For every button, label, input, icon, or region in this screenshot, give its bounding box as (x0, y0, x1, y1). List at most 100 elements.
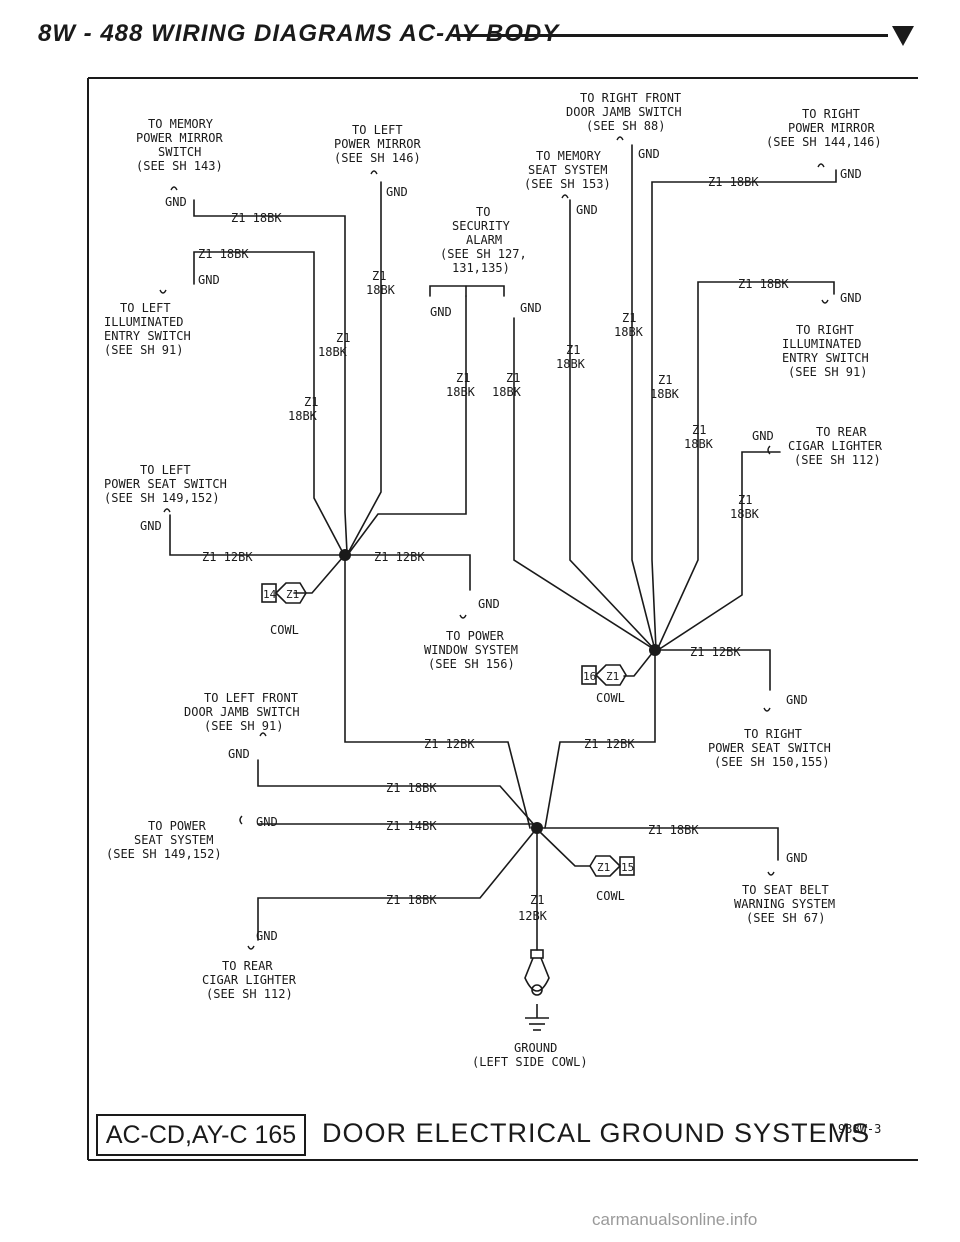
cowl-14: COWL (270, 623, 299, 637)
label-li-3: ENTRY SWITCH (104, 329, 191, 343)
wire-label-li: Z1 18BK (198, 247, 249, 261)
header-rule (453, 34, 888, 37)
label-ground-2: (LEFT SIDE COWL) (472, 1055, 588, 1069)
label-ps-2: SEAT SYSTEM (134, 833, 213, 847)
footer-code: AC-CD,AY-C 165 (96, 1114, 306, 1156)
ground-symbol-icon (525, 1017, 549, 1031)
wire-sec-18-b: 18BK (492, 385, 522, 399)
gnd-ri: GND (840, 291, 862, 305)
wire-right-front-jamb (631, 144, 656, 651)
gnd-sec-1: GND (430, 305, 452, 319)
page-title: 8W - 488 WIRING DIAGRAMS AC-AY BODY (38, 20, 560, 47)
wire-security-2 (513, 317, 656, 651)
gnd-rc: GND (752, 429, 774, 443)
label-sb-1: TO SEAT BELT (742, 883, 829, 897)
label-lfj-3: (SEE SH 91) (204, 719, 283, 733)
wire-ms-18: 18BK (614, 325, 644, 339)
wire-cowl-16 (623, 651, 654, 677)
wire-rear-cigar-right (657, 451, 781, 651)
splice-left (339, 549, 351, 561)
label-rm-1: TO RIGHT (802, 107, 860, 121)
connector-16 (581, 664, 627, 686)
wire-memory-seat (569, 199, 656, 651)
wire-cowl-15 (539, 831, 591, 867)
label-rps-3: (SEE SH 150,155) (714, 755, 830, 769)
label-left-mirror-2: POWER MIRROR (334, 137, 421, 151)
label-ms-1: TO MEMORY (536, 149, 602, 163)
wires (169, 144, 837, 951)
wire-rm-z1: Z1 (658, 373, 672, 387)
label-left-mirror-3: (SEE SH 146) (334, 151, 421, 165)
connector-15-pin: Z1 (597, 861, 610, 874)
wire-label-pw: Z1 12BK (374, 550, 425, 564)
label-ps-1: TO POWER (148, 819, 207, 833)
cowl-15: COWL (596, 889, 625, 903)
wire-memory-mirror (193, 199, 348, 554)
wire-sec-18-a: 18BK (446, 385, 476, 399)
wire-right-illum (656, 281, 835, 651)
label-ri-1: TO RIGHT (796, 323, 854, 337)
security-bracket (429, 285, 505, 297)
gnd-sec-2: GND (520, 301, 542, 315)
wire-left-power-seat (169, 514, 346, 556)
wire-lm-18bk: 18BK (366, 283, 396, 297)
wire-gd-12: 12BK (518, 909, 548, 923)
wire-rm-18: 18BK (650, 387, 680, 401)
wire-hub-down (344, 554, 531, 829)
label-li-4: (SEE SH 91) (104, 343, 183, 357)
gnd-left-mirror: GND (386, 185, 408, 199)
cowl-16: COWL (596, 691, 625, 705)
gnd-rfj: GND (638, 147, 660, 161)
page-header: 8W - 488 WIRING DIAGRAMS AC-AY BODY (38, 18, 918, 58)
label-memory-mirror-4: (SEE SH 143) (136, 159, 223, 173)
label-rcb-3: (SEE SH 112) (206, 987, 293, 1001)
wire-sec-z1-a: Z1 (456, 371, 470, 385)
connector-15 (589, 855, 635, 877)
wire-rfj-z1: Z1 (566, 343, 580, 357)
label-rc-1: TO REAR (816, 425, 867, 439)
label-ri-4: (SEE SH 91) (788, 365, 867, 379)
connector-16-pin: Z1 (606, 670, 619, 683)
label-rc-2: CIGAR LIGHTER (788, 439, 883, 453)
gnd-pw: GND (478, 597, 500, 611)
gnd-sb: GND (786, 851, 808, 865)
wire-label-lps: Z1 12BK (202, 550, 253, 564)
label-sb-3: (SEE SH 67) (746, 911, 825, 925)
label-sec-2: SECURITY (452, 219, 511, 233)
label-li-1: TO LEFT (120, 301, 171, 315)
wire-left-mirror (347, 181, 382, 554)
label-rfj-2: DOOR JAMB SWITCH (566, 105, 682, 119)
wire-label-rm: Z1 18BK (708, 175, 759, 189)
wire-left-front-jamb (257, 759, 538, 829)
wire-rear-cigar-bottom (257, 827, 538, 941)
splice-bottom (531, 822, 543, 834)
wire-label-sb: Z1 18BK (648, 823, 699, 837)
diagram-border (87, 77, 918, 1161)
wire-label-ri: Z1 18BK (738, 277, 789, 291)
wire-mm-18: 18BK (288, 409, 318, 423)
wire-label-lfj: Z1 18BK (386, 781, 437, 795)
wire-ri-18: 18BK (684, 437, 714, 451)
label-pw-2: WINDOW SYSTEM (424, 643, 518, 657)
wire-ri-z1: Z1 (692, 423, 706, 437)
wire-label-rps: Z1 12BK (690, 645, 741, 659)
wire-right-mirror (651, 169, 837, 651)
label-memory-mirror-2: POWER MIRROR (136, 131, 223, 145)
connector-15-num: 15 (621, 861, 634, 874)
label-rps-1: TO RIGHT (744, 727, 802, 741)
footer-title: DOOR ELECTRICAL GROUND SYSTEMS (322, 1118, 871, 1148)
wire-label-rcb: Z1 18BK (386, 893, 437, 907)
wire-seat-belt (536, 827, 779, 861)
gnd-rcb: GND (256, 929, 278, 943)
label-ri-3: ENTRY SWITCH (782, 351, 869, 365)
wire-left-illum (193, 251, 344, 554)
gnd-ps: GND (256, 815, 278, 829)
label-ps-3: (SEE SH 149,152) (106, 847, 222, 861)
splice-dots (339, 549, 661, 834)
wire-label-hub-a: Z1 12BK (424, 737, 475, 751)
wire-right-power-seat (654, 649, 771, 691)
wire-rfj-18: 18BK (556, 357, 586, 371)
wire-label-ps: Z1 14BK (386, 819, 437, 833)
label-pw-3: (SEE SH 156) (428, 657, 515, 671)
